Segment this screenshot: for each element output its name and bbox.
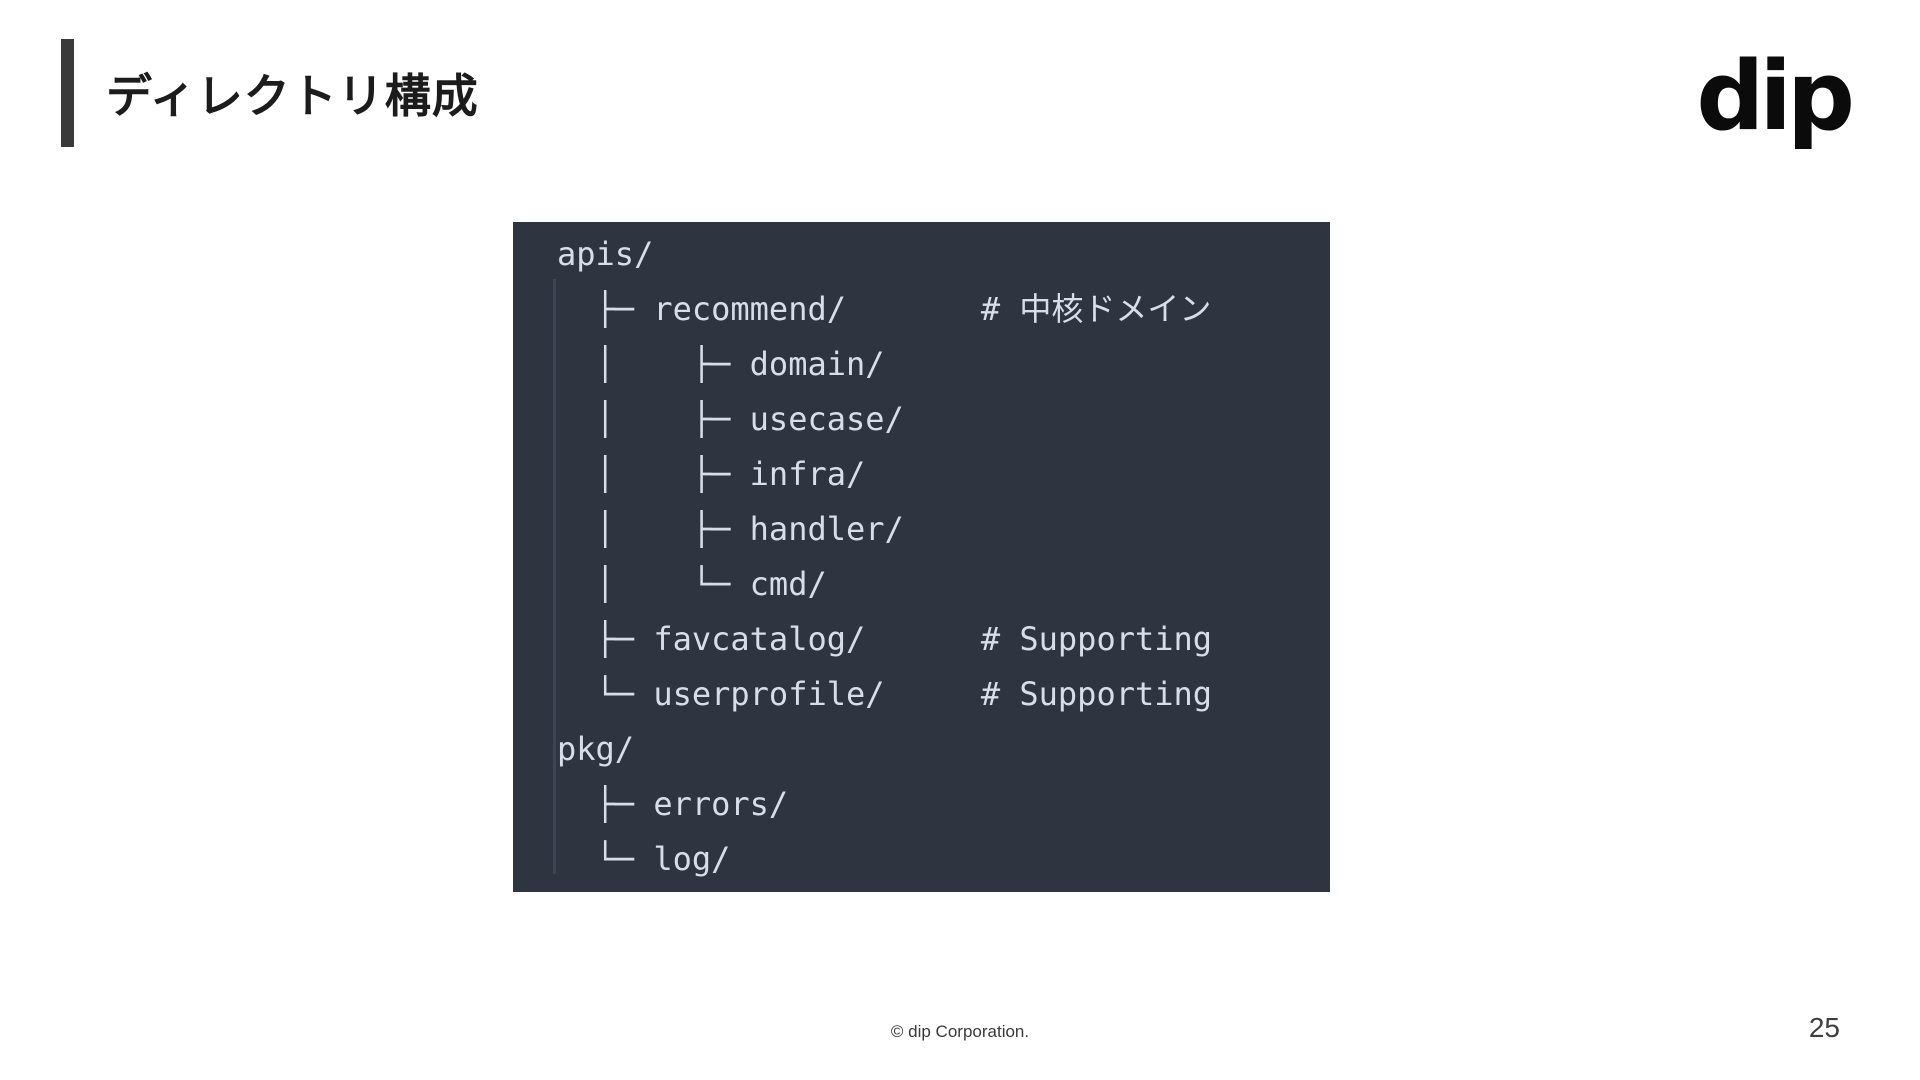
code-line: ├─ favcatalog/ # Supporting	[557, 620, 1213, 658]
code-line: │ └─ cmd/	[557, 565, 827, 603]
code-block: apis/ ├─ recommend/ # 中核ドメイン │ ├─ domain…	[513, 222, 1330, 892]
code-line: └─ userprofile/ # Supporting	[557, 675, 1213, 713]
code-line: apis/	[557, 235, 654, 273]
code-line: │ ├─ usecase/	[557, 400, 904, 438]
dip-logo: dip	[1696, 42, 1855, 152]
code-line: pkg/	[557, 730, 635, 768]
page-title: ディレクトリ構成	[106, 70, 479, 122]
code-line: ├─ recommend/ # 中核ドメイン	[557, 290, 1212, 328]
code-line: │ ├─ infra/	[557, 455, 866, 493]
code-line: └─ log/	[557, 840, 731, 878]
code-line: │ ├─ handler/	[557, 510, 904, 548]
indent-guide	[553, 279, 556, 874]
title-accent-bar	[61, 39, 74, 147]
directory-tree: apis/ ├─ recommend/ # 中核ドメイン │ ├─ domain…	[557, 227, 1320, 887]
footer-copyright: © dip Corporation.	[890, 1022, 1030, 1041]
page-number: 25	[1808, 1012, 1840, 1043]
code-line: ├─ errors/	[557, 785, 789, 823]
code-line: │ ├─ domain/	[557, 345, 885, 383]
